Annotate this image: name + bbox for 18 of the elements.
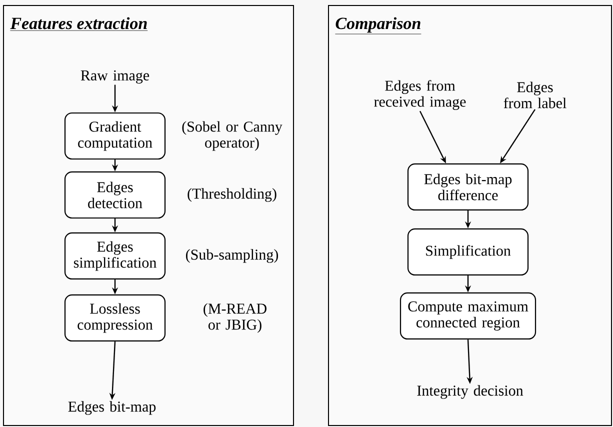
process-box: Gradient computation: [64, 112, 166, 160]
flow-text: Integrity decision: [417, 385, 524, 399]
method-note: (Sobel or Canny operator): [182, 121, 282, 151]
flow-text: Edges from label: [504, 82, 566, 108]
process-box: Compute maximum connected region: [400, 292, 536, 340]
process-box: Lossless compression: [64, 294, 166, 342]
method-note: (Sub-sampling): [186, 249, 278, 263]
panel-heading: Comparison: [335, 17, 422, 34]
panel-heading: Features extraction: [10, 17, 148, 31]
method-note: (Thresholding): [188, 188, 276, 202]
process-box: Simplification: [407, 228, 529, 276]
flow-text: Raw image: [80, 70, 150, 84]
process-box: Edges bit-map difference: [407, 163, 529, 211]
method-note: (M-READ or JBIG): [204, 303, 266, 333]
process-box: Edges detection: [64, 171, 166, 219]
flow-text: Edges from received image: [374, 80, 466, 110]
process-box: Edges simplification: [64, 232, 166, 280]
flow-text: Edges bit-map: [68, 401, 156, 415]
